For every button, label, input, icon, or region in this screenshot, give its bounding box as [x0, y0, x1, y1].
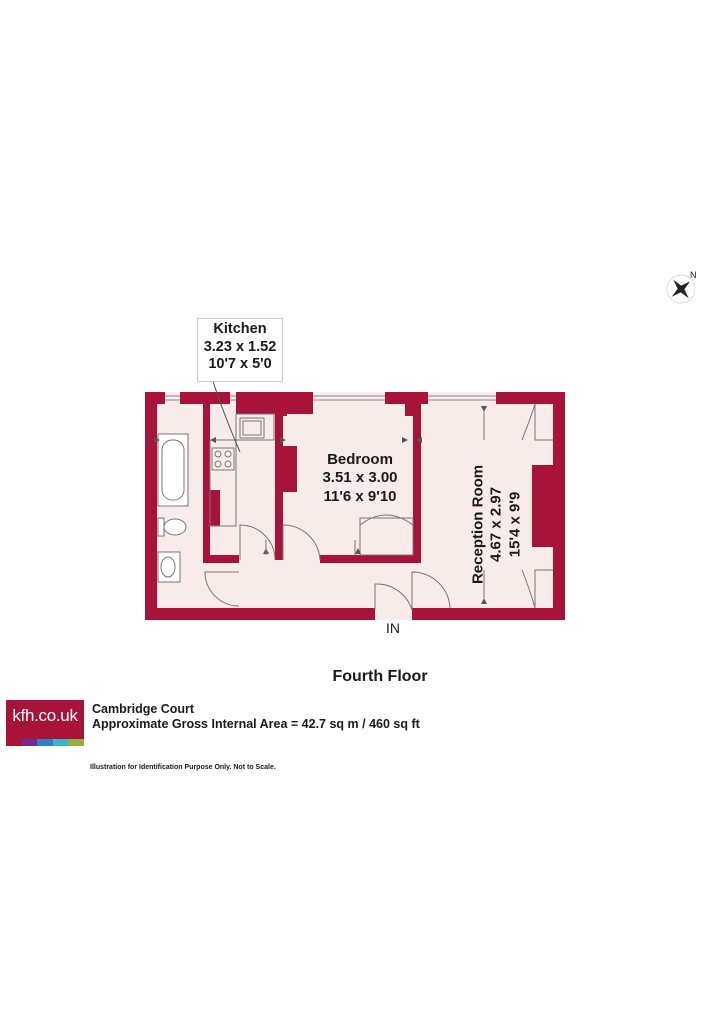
gross-internal-area: Approximate Gross Internal Area = 42.7 s…	[92, 717, 420, 731]
reception-name: Reception Room	[469, 464, 487, 585]
outer-walls	[145, 392, 565, 620]
bedroom-metric: 3.51 x 3.00	[322, 469, 398, 487]
logo-stripe	[6, 739, 84, 746]
reception-label: Reception Room 4.67 x 2.97 15'4 x 9'9	[470, 429, 525, 619]
hob-icon	[211, 447, 235, 471]
wardrobe	[359, 514, 414, 556]
bedroom-name: Bedroom	[327, 451, 393, 468]
kitchen-label: Kitchen 3.23 x 1.52 10'7 x 5'0	[197, 318, 283, 382]
partition-lines	[265, 412, 485, 598]
sink-icon	[239, 417, 265, 439]
reception-imperial: 15'4 x 9'9	[506, 491, 524, 558]
floor-title: Fourth Floor	[332, 668, 428, 685]
reception-cupboards	[521, 403, 553, 609]
reception-metric: 4.67 x 2.97	[487, 486, 505, 562]
dimension-markers	[154, 406, 487, 604]
kitchen-pointer	[211, 377, 241, 453]
door-swing-icon	[204, 524, 451, 611]
internal-walls	[203, 404, 421, 563]
kfh-logo: kfh.co.uk	[6, 700, 84, 746]
compass-icon	[666, 274, 696, 304]
windows	[165, 395, 496, 401]
basin-icon	[157, 551, 181, 583]
kitchen-name: Kitchen	[213, 321, 267, 337]
kitchen-imperial: 10'7 x 5'0	[208, 356, 272, 373]
bedroom-imperial: 11'6 x 9'10	[323, 487, 397, 505]
compass-north-label: N	[690, 270, 697, 280]
logo-text: kfh.co.uk	[12, 706, 78, 725]
kitchen-counter	[209, 413, 275, 527]
bathtub-icon	[157, 433, 189, 507]
bedroom-label: Bedroom 3.51 x 3.00 11'6 x 9'10	[302, 451, 418, 506]
entrance-label: IN	[386, 620, 400, 636]
kitchen-metric: 3.23 x 1.52	[203, 338, 277, 355]
toilet-icon	[157, 517, 187, 537]
property-name: Cambridge Court	[92, 702, 195, 716]
disclaimer: Illustration for Identification Purpose …	[90, 764, 276, 771]
